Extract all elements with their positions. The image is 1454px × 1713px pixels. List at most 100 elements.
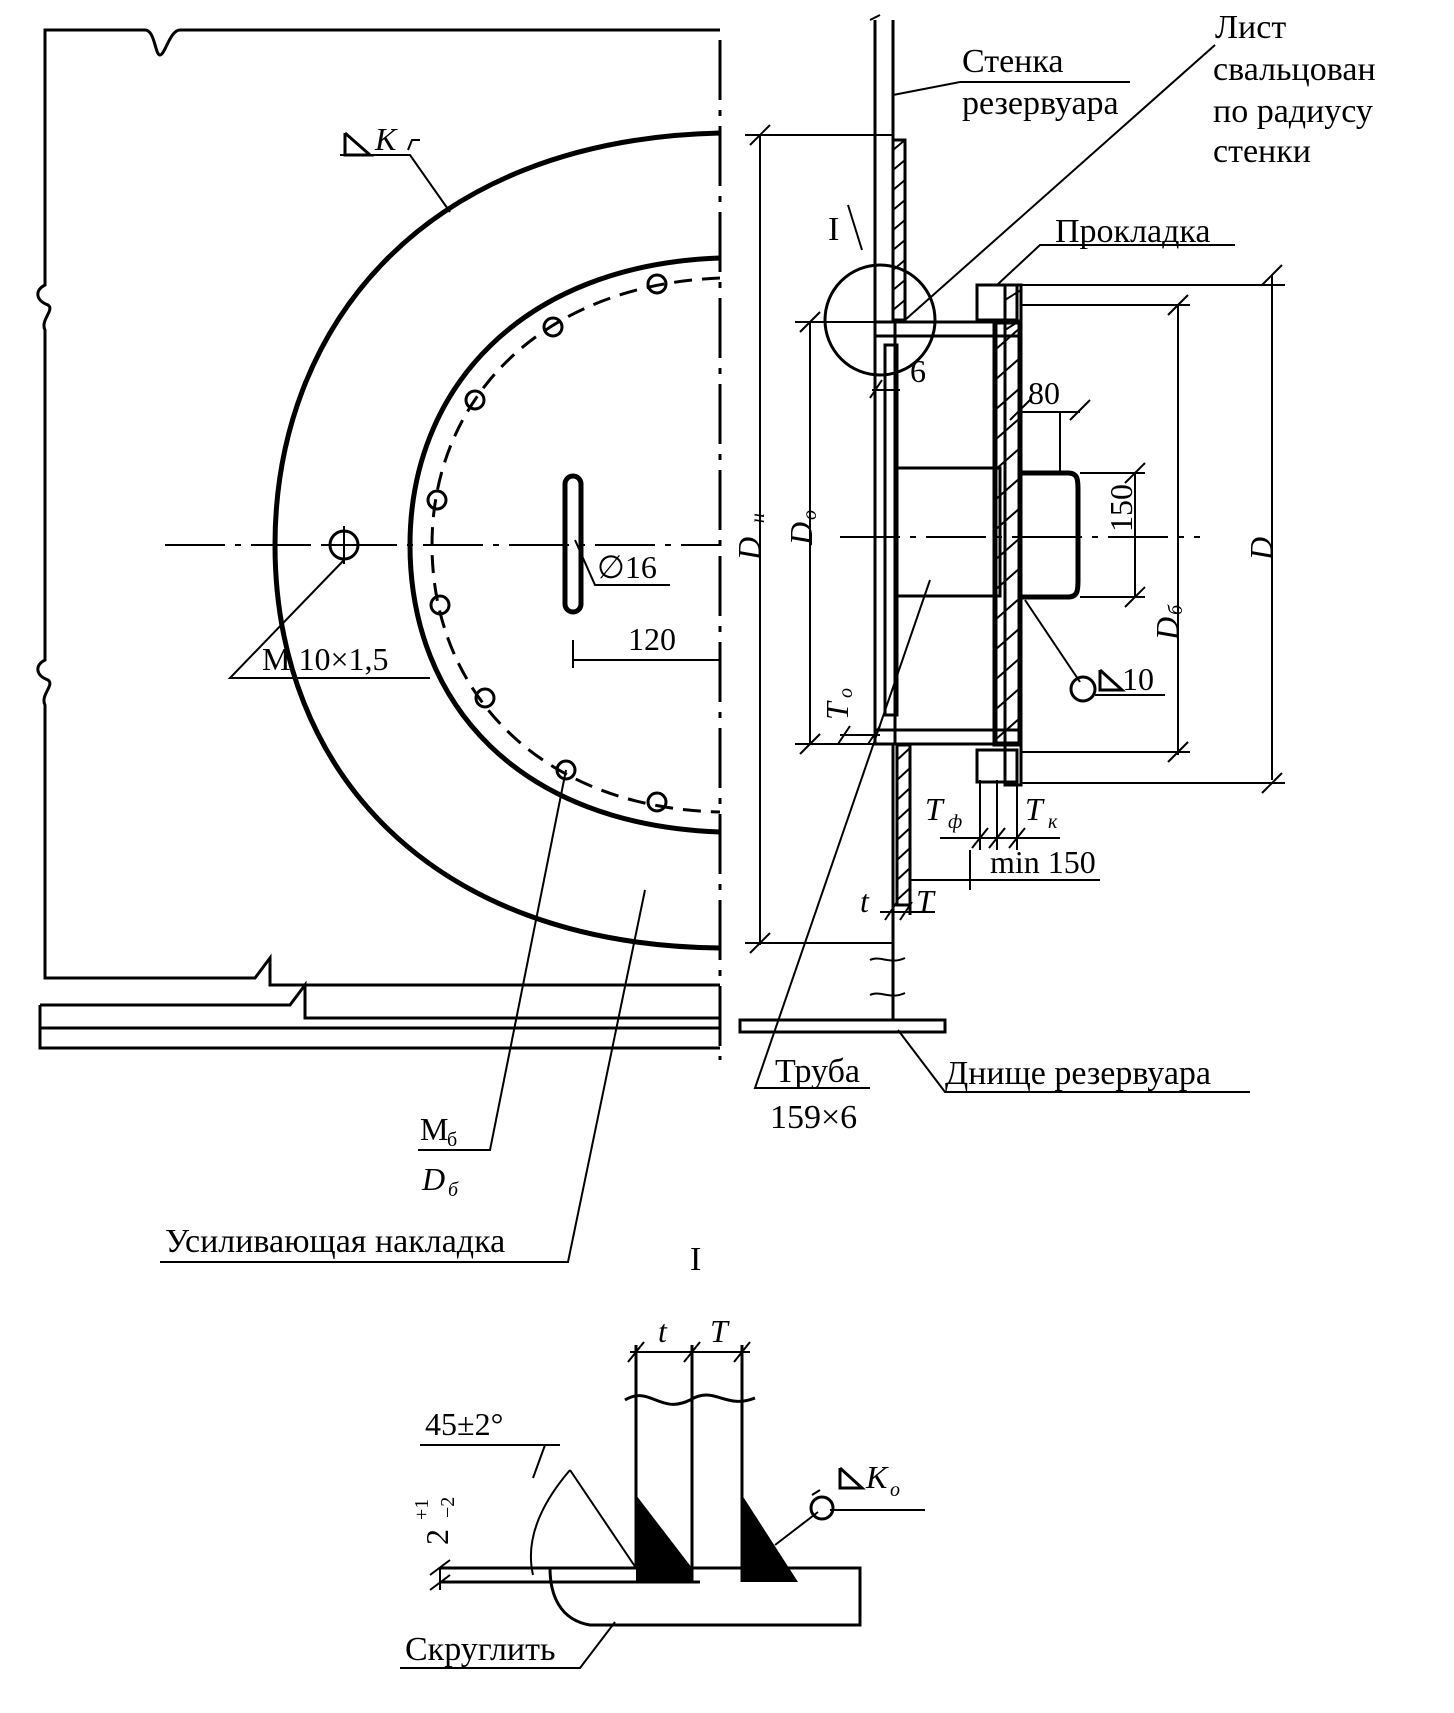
wall-sheet-outline	[36, 28, 720, 987]
dim-Dn	[745, 124, 893, 954]
sheet-label-3: по радиусу	[1213, 93, 1373, 130]
bolt-hole	[555, 759, 577, 781]
bottom-leader	[897, 1029, 1250, 1093]
bottom-label: Днище резервуара	[945, 1055, 1211, 1092]
plate-label-leader	[160, 889, 646, 1263]
dim-6	[869, 379, 900, 399]
pipe-label-1: Труба	[775, 1053, 860, 1090]
svg-text:D: D	[421, 1161, 445, 1197]
t-label: t	[860, 883, 870, 919]
Tk-label: T	[1025, 791, 1045, 827]
thread-label: М 10×1,5	[262, 641, 389, 677]
round-leader	[400, 1621, 616, 1669]
svg-text:+1: +1	[411, 1499, 433, 1520]
thread-leader	[227, 559, 430, 679]
bolt-hole	[542, 316, 564, 338]
hole-dim: ∅16	[597, 549, 657, 585]
dim-min150	[910, 850, 1100, 890]
bolt-hole	[646, 273, 668, 295]
svg-text:2: 2	[419, 1529, 455, 1545]
To-label: T	[819, 700, 855, 720]
cover-plate	[1003, 283, 1023, 787]
bolt-hole	[464, 389, 486, 411]
detail-title: I	[690, 1241, 701, 1278]
dim-150: 150	[1103, 484, 1139, 532]
min150-label: min 150	[990, 844, 1096, 880]
wall-leader	[892, 81, 1130, 96]
bolt-circle	[430, 276, 721, 814]
svg-text:о: о	[799, 510, 821, 520]
D-label: D	[1243, 537, 1279, 561]
detail-T: T	[710, 1313, 730, 1349]
bolt-label-leader	[420, 769, 567, 1151]
Do-label: D	[783, 522, 819, 546]
weld-K-leader	[340, 154, 451, 213]
sheet-leader	[904, 44, 1216, 321]
pipe-label-2: 159×6	[770, 1099, 857, 1136]
weld-fillet-left	[636, 1495, 692, 1582]
pipe-leader	[753, 579, 931, 1089]
wall-label-2: резервуара	[962, 85, 1119, 122]
bolt-hole	[426, 489, 448, 511]
detail-mark: I	[828, 211, 839, 248]
bolt-hole	[646, 791, 668, 813]
detail-I: I t T 45±2° 2 +1 −2	[400, 1241, 925, 1669]
reinforcing-plate-outline	[272, 130, 721, 951]
threaded-hole	[325, 526, 363, 564]
svg-text:б: б	[1165, 604, 1187, 615]
tank-bottom-plate	[738, 1018, 947, 1034]
Db-label: D	[1149, 617, 1185, 641]
bottom-strip	[38, 980, 720, 1050]
gasket-label: Прокладка	[1055, 213, 1211, 250]
svg-text:б: б	[447, 1129, 457, 1151]
section-view: I D н D о D	[731, 9, 1376, 1136]
weld-K-label: K	[374, 121, 398, 157]
gasket	[975, 283, 1019, 322]
dim-120: 120	[628, 621, 676, 657]
svg-text:М: М	[420, 1111, 448, 1147]
drain-slot	[562, 473, 584, 615]
dim-80-label: 80	[1028, 375, 1060, 411]
svg-text:б: б	[448, 1179, 459, 1201]
sheet-label-2: свальцован	[1213, 51, 1376, 88]
angle-label: 45±2°	[425, 1406, 503, 1442]
bolt-hole	[474, 687, 496, 709]
bolt-holes	[426, 273, 668, 813]
dim-Do	[795, 311, 880, 755]
detail-bottom-plate	[440, 1566, 862, 1627]
svg-text:н: н	[747, 513, 769, 523]
hole-leader	[574, 539, 670, 586]
weld-symbol-K	[343, 131, 374, 157]
cover-handle	[1021, 470, 1081, 600]
dim-6-label: 6	[910, 353, 926, 389]
dim-t-T	[880, 901, 935, 921]
svg-text:к: к	[1048, 811, 1058, 833]
svg-text:ф: ф	[948, 811, 962, 833]
weld-10-label: 10	[1122, 661, 1154, 697]
svg-text:−2: −2	[437, 1497, 459, 1518]
dim-150-vertical	[1080, 462, 1146, 608]
bolt-fraction: М б D б	[420, 1111, 459, 1201]
round-label: Скруглить	[405, 1631, 556, 1668]
Tf-label: T	[925, 791, 945, 827]
opening-outline	[407, 255, 721, 835]
front-view: K М 10×1,5 ∅16 120 М б D б Усиливающая н…	[36, 28, 722, 1263]
sheet-label-1: Лист	[1215, 9, 1286, 46]
sheet-label-4: стенки	[1213, 133, 1311, 170]
wall-label-1: Стенка	[962, 43, 1063, 80]
Ko-label: K	[865, 1459, 889, 1495]
detail-t: t	[658, 1313, 668, 1349]
detail-I-callout	[823, 263, 937, 377]
dim-Db	[1020, 294, 1190, 763]
dim-Tf-Tk	[940, 780, 1060, 850]
gasket-leader	[996, 244, 1235, 286]
svg-text:о: о	[890, 1479, 900, 1501]
Dn-label: D	[731, 537, 767, 561]
dim-80	[1009, 399, 1091, 473]
T-label: T	[916, 883, 936, 919]
plate-label: Усиливающая накладка	[165, 1223, 505, 1260]
bolt-hole	[429, 594, 451, 616]
svg-text:о: о	[835, 688, 857, 698]
weld-fillet-right	[742, 1495, 798, 1582]
